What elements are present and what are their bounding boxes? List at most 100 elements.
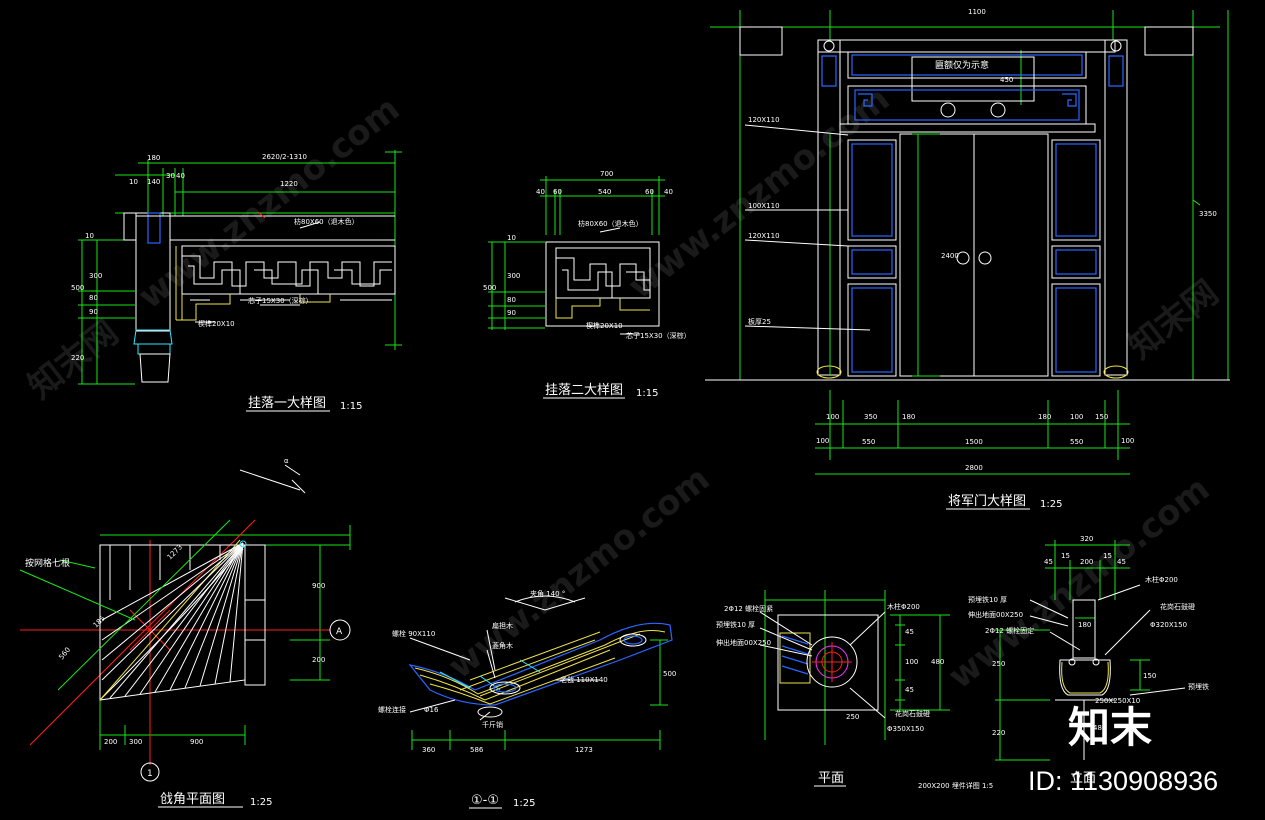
gualuo1-dim-total: 2620/2-1310 — [262, 153, 307, 161]
door-dim-100a: 100 — [826, 413, 839, 421]
door-dim-2800: 2800 — [965, 464, 983, 472]
corner-axis-label-top: α — [284, 457, 289, 465]
base-elev-dim-15a: 15 — [1061, 552, 1070, 560]
gualuo-1-drawing: 2620/2-1310 180 10 140 30 40 1220 10 300… — [71, 150, 402, 412]
door-note-3: 120X110 — [748, 232, 780, 240]
door-note-2: 100X110 — [748, 202, 780, 210]
section-note-1: 螺栓 90X110 — [392, 629, 435, 638]
corner-note: 按网格七根 — [25, 557, 70, 569]
section-dim-1273: 1273 — [575, 746, 593, 754]
corner-dim-200v: 200 — [312, 656, 325, 664]
corner-dim-560: 560 — [57, 646, 72, 661]
gualuo1-dim-180: 180 — [147, 154, 160, 162]
base-elev-dim-200: 200 — [1080, 558, 1093, 566]
section-note-7: 千斤销 — [482, 720, 503, 729]
corner-axis-1: 1 — [147, 769, 153, 779]
gualuo2-dim-v90: 90 — [507, 309, 516, 317]
door-dim-180b: 180 — [1038, 413, 1051, 421]
base-elev-note-4: 木柱Φ200 — [1145, 575, 1178, 584]
base-plan-note-6: Φ350X150 — [887, 725, 924, 733]
base-elev-dim-45a: 45 — [1044, 558, 1053, 566]
section-drawing: 夹角 140 ° 螺栓 90X110 扁担 — [378, 589, 676, 809]
corner-dim-900v: 900 — [312, 582, 325, 590]
gualuo1-dim-40: 40 — [176, 172, 185, 180]
section-note-2: 扁担木 — [492, 621, 513, 630]
corner-plan-drawing: α — [19, 457, 351, 808]
door-dim-180a: 180 — [902, 413, 915, 421]
base-elev-note-2: 伸出地面00X250 — [968, 610, 1023, 619]
gualuo1-dim-v10: 10 — [85, 232, 94, 240]
gualuo2-dim-v500: 500 — [483, 284, 496, 292]
gualuo2-dim-540: 540 — [598, 188, 611, 196]
door-note-4: 板厚25 — [748, 317, 771, 326]
door-dim-3350: 3350 — [1199, 210, 1217, 218]
gualuo2-dim-40a: 40 — [536, 188, 545, 196]
gualuo1-note-core: 芯子15X30（深棕） — [248, 296, 313, 305]
gualuo2-note-peg: 楔榫20X10 — [586, 321, 623, 330]
base-plan-title: 平面 — [818, 771, 844, 786]
base-plan-note-1: 2Φ12 螺栓固紧 — [724, 604, 773, 613]
base-plan-dim-45a: 45 — [905, 628, 914, 636]
gualuo1-dim-v80: 80 — [89, 294, 98, 302]
base-plan-note-3: 伸出地面00X250 — [716, 638, 771, 647]
gualuo1-scale: 1:15 — [340, 401, 362, 412]
watermark-site: www.znzmo.com — [131, 89, 407, 317]
corner-dim-200h: 200 — [104, 738, 117, 746]
base-elev-note-5: 花岗石鼓磴 — [1160, 602, 1195, 611]
base-plan-drawing: 2Φ12 螺栓固紧 预埋铁10 厚 伸出地面00X250 木柱Φ200 花岗石鼓… — [716, 590, 950, 787]
corner-dim-1273: 1273 — [166, 543, 184, 561]
brand-logo: 知末 — [1068, 703, 1152, 752]
gualuo2-dim-v80: 80 — [507, 296, 516, 304]
gualuo2-dim-60b: 60 — [645, 188, 654, 196]
watermark-brand: 知末网 — [1121, 273, 1226, 367]
section-dim-586: 586 — [470, 746, 484, 754]
corner-dim-300h: 300 — [129, 738, 142, 746]
base-elev-note-7: 预埋铁 — [1188, 682, 1209, 691]
base-plan-note-4: 木柱Φ200 — [887, 602, 920, 611]
base-plan-note-2: 预埋铁10 厚 — [716, 620, 755, 629]
section-note-5: 螺栓连接 — [378, 705, 406, 714]
door-dim-100b: 100 — [1070, 413, 1083, 421]
corner-dim-900h: 900 — [190, 738, 203, 746]
gualuo2-title: 挂落二大样图 — [545, 383, 623, 398]
gualuo1-dim-10: 10 — [129, 178, 138, 186]
gualuo2-dim-top: 700 — [600, 170, 613, 178]
gualuo1-dim-v300: 300 — [89, 272, 102, 280]
door-dim-150: 150 — [1095, 413, 1108, 421]
gualuo1-dim-140: 140 — [147, 178, 160, 186]
corner-dim-185: 185 — [92, 614, 107, 629]
base-plan-dim-100: 100 — [905, 658, 918, 666]
door-dim-top: 1100 — [968, 8, 986, 16]
door-dim-1500: 1500 — [965, 438, 983, 446]
gualuo2-dim-v10: 10 — [507, 234, 516, 242]
section-note-3: 菱角木 — [492, 641, 513, 650]
base-plan-dim-45b: 45 — [905, 686, 914, 694]
gualuo1-dim-v90: 90 — [89, 308, 98, 316]
corner-rafter-fan — [101, 542, 244, 699]
base-elev-dim-480: 480 — [1093, 724, 1106, 732]
base-plan-dim-480: 480 — [931, 658, 944, 666]
section-title: ①-① — [471, 793, 499, 808]
base-elev-dim-15b: 15 — [1103, 552, 1112, 560]
gualuo1-title: 挂落一大样图 — [248, 396, 326, 411]
base-elev-dim-45b: 45 — [1117, 558, 1126, 566]
base-elev-footer: 200X200 埋件详图 1:5 — [918, 781, 993, 790]
door-dim-550a: 550 — [862, 438, 875, 446]
section-scale: 1:25 — [513, 798, 535, 809]
gualuo1-dim-v500: 500 — [71, 284, 84, 292]
base-elev-dim-220: 220 — [992, 729, 1005, 737]
base-elev-note-8: 250X250X10 — [1095, 697, 1140, 705]
gualuo1-dim-30: 30 — [166, 172, 175, 180]
asset-id: ID: 1130908936 — [1028, 766, 1218, 796]
base-plan-dim-250: 250 — [846, 713, 859, 721]
gualuo2-note-frame: 枋80X60（退木色） — [578, 219, 643, 228]
base-elev-note-1: 预埋铁10 厚 — [968, 595, 1007, 604]
base-elevation-drawing: 预埋铁10 厚 伸出地面00X250 2Φ12 螺栓固定 木柱Φ200 花岗石鼓… — [918, 535, 1209, 790]
base-elev-note-3: 2Φ12 螺栓固定 — [985, 626, 1034, 635]
door-dim-350: 350 — [864, 413, 877, 421]
base-elev-title: 立面 — [1070, 771, 1096, 786]
watermark-site: www.znzmo.com — [441, 459, 717, 687]
door-scale: 1:25 — [1040, 499, 1062, 510]
gualuo2-scale: 1:15 — [636, 388, 658, 399]
